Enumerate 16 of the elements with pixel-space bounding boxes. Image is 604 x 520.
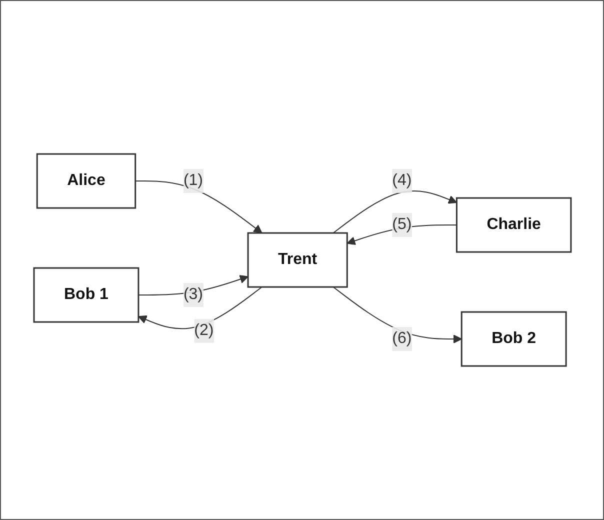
arrow: [134, 180, 262, 234]
node-box: Charlie: [455, 197, 572, 253]
edge-label: (4): [392, 172, 412, 189]
edge-label: (2): [194, 322, 214, 339]
node-box: Trent: [246, 232, 348, 288]
edge-label: (1): [182, 172, 203, 189]
node-box: Alice: [36, 153, 136, 209]
node-box: Bob 1: [32, 267, 139, 323]
arrow: [137, 274, 248, 296]
edge-label: (3): [182, 286, 203, 303]
arrow: [332, 286, 462, 344]
edge-label: (5): [392, 216, 412, 233]
arrow: [332, 190, 457, 234]
arrow: [138, 286, 262, 330]
node-box: Bob 2: [460, 311, 566, 367]
edge-label: (6): [392, 330, 412, 347]
